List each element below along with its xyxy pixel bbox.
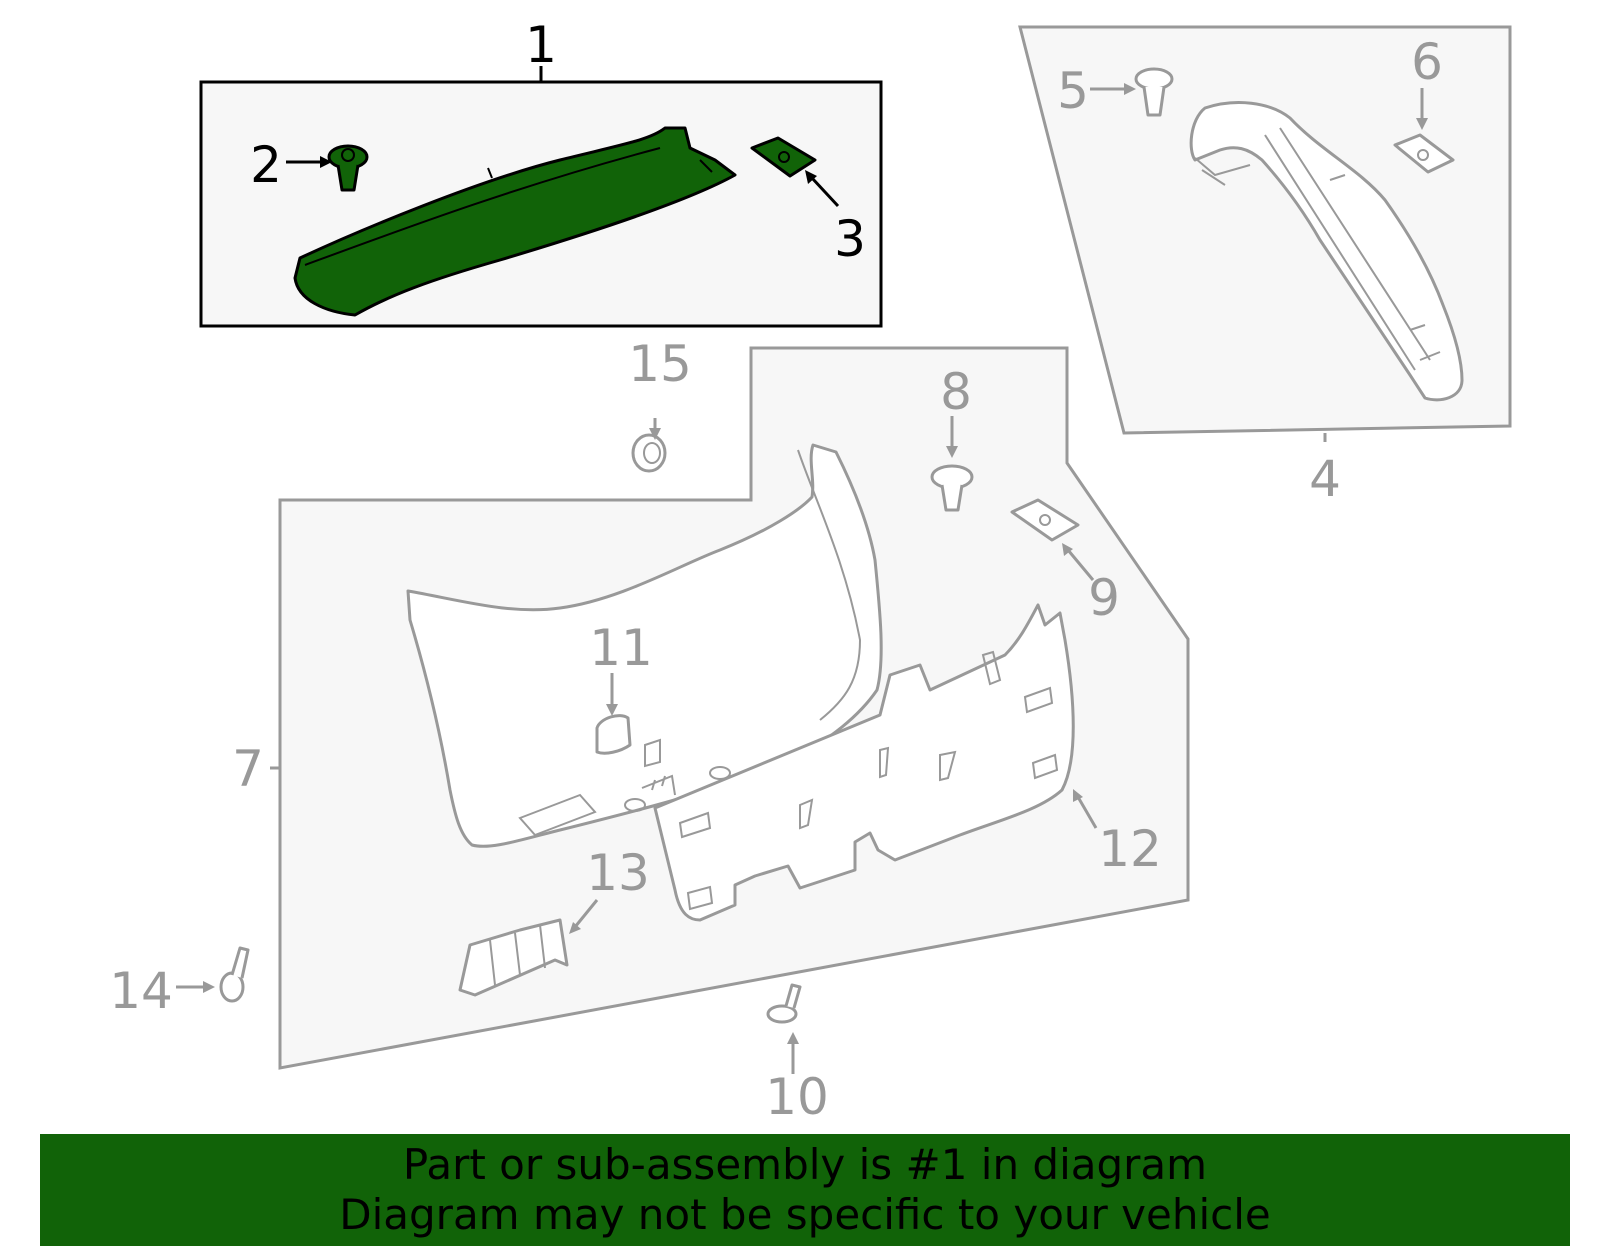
part-5-push-clip[interactable] <box>1134 67 1174 117</box>
callout-6: 6 <box>1411 33 1443 91</box>
banner-line-2: Diagram may not be specific to your vehi… <box>339 1190 1271 1239</box>
callout-labels: 1 2 3 4 5 6 7 8 9 10 11 12 13 14 15 <box>109 16 1443 1126</box>
callout-13: 13 <box>586 844 650 902</box>
callout-7: 7 <box>232 740 264 798</box>
callout-14: 14 <box>109 962 173 1020</box>
callout-8: 8 <box>940 363 972 421</box>
leader-lines <box>176 66 1428 1074</box>
info-banner: Part or sub-assembly is #1 in diagram Di… <box>40 1134 1570 1246</box>
part-15-grommet[interactable] <box>631 433 667 473</box>
banner-line-1: Part or sub-assembly is #1 in diagram <box>402 1140 1208 1189</box>
part-1-upper-trim-panel[interactable] <box>293 126 737 317</box>
callout-2: 2 <box>250 136 282 194</box>
part-14-bolt[interactable] <box>219 946 250 1003</box>
part-13-bracket[interactable] <box>458 918 569 997</box>
part-10-screw[interactable] <box>766 983 802 1024</box>
callout-10: 10 <box>765 1068 829 1126</box>
callout-1: 1 <box>525 16 557 74</box>
callout-9: 9 <box>1088 569 1120 627</box>
callout-5: 5 <box>1057 62 1089 120</box>
part-3-nut-clip[interactable] <box>750 136 817 178</box>
callout-12: 12 <box>1098 820 1162 878</box>
part-8-push-clip[interactable] <box>930 464 974 512</box>
part-11-plug[interactable] <box>595 714 632 755</box>
part-7-trim-panel[interactable] <box>406 443 883 848</box>
callout-3: 3 <box>834 210 866 268</box>
part-4-side-trim[interactable] <box>1189 101 1464 402</box>
callout-11: 11 <box>589 619 653 677</box>
callout-15: 15 <box>628 335 692 393</box>
part-6-nut-clip[interactable] <box>1393 133 1455 174</box>
callout-4: 4 <box>1309 450 1341 508</box>
part-12-lower-trim-panel[interactable] <box>653 603 1075 922</box>
part-9-nut-clip[interactable] <box>1010 498 1080 542</box>
part-2-push-clip[interactable] <box>327 144 369 192</box>
